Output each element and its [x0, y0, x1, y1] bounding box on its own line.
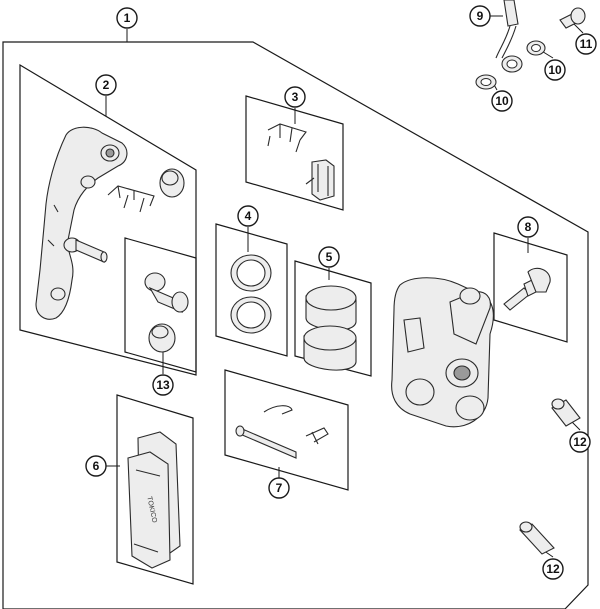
- bleed-valve: [503, 267, 551, 311]
- banjo-bolt: [559, 7, 586, 29]
- mounting-screw-upper: [551, 398, 581, 427]
- group-frame-8: [493, 232, 568, 343]
- group-frame-4: [215, 223, 288, 357]
- leader-11: [573, 23, 584, 34]
- callout-label: 12: [573, 435, 587, 449]
- callout-6: 6: [85, 455, 107, 477]
- pad-pin-clip: [263, 405, 329, 445]
- piston-lower: [303, 325, 357, 371]
- pad-spring-clip: [107, 185, 155, 213]
- brake-pad-front: TOKICO: [127, 451, 171, 569]
- callout-label: 1: [124, 11, 131, 25]
- callout-label: 7: [276, 481, 283, 495]
- callout-label: 10: [495, 94, 509, 108]
- group-frame-2: [19, 63, 197, 376]
- brake-hose: [495, 0, 523, 73]
- group-frame-13: [124, 237, 197, 373]
- group-frame-3: [245, 95, 344, 211]
- callout-label: 3: [292, 90, 299, 104]
- callout-12b: 12: [542, 558, 564, 580]
- group-frame-5: [294, 260, 372, 377]
- sealing-washer-lower: [475, 74, 497, 90]
- callout-10a: 10: [491, 90, 513, 112]
- slider-boot: [159, 168, 185, 198]
- callout-5: 5: [318, 246, 340, 268]
- assembly-frame: [2, 41, 589, 609]
- callout-label: 10: [548, 63, 562, 77]
- sealing-washer-upper: [526, 40, 546, 56]
- piston-seal-lower: [230, 296, 272, 334]
- callout-label: 6: [93, 459, 100, 473]
- callout-2: 2: [95, 74, 117, 96]
- callout-7: 7: [268, 477, 290, 499]
- callout-label: 2: [103, 78, 110, 92]
- slider-pin-boot: [148, 323, 176, 353]
- callout-label: 9: [477, 9, 484, 23]
- callout-label: 4: [245, 209, 252, 223]
- callout-4: 4: [237, 205, 259, 227]
- callout-1: 1: [116, 7, 138, 29]
- pad-spring: [305, 159, 335, 201]
- piston-upper: [305, 285, 357, 331]
- callout-3: 3: [284, 86, 306, 108]
- callout-label: 13: [156, 378, 170, 392]
- callout-label: 11: [580, 37, 593, 51]
- slider-pin: [144, 272, 189, 313]
- caliper-bracket: [35, 126, 128, 320]
- callout-13: 13: [152, 374, 174, 396]
- callout-12a: 12: [569, 431, 591, 453]
- callout-8: 8: [517, 216, 539, 238]
- pad-retaining-clip: [267, 123, 307, 153]
- mounting-screw-lower: [519, 521, 555, 555]
- callout-9: 9: [469, 5, 491, 27]
- callout-label: 5: [326, 250, 333, 264]
- group-frame-7: [224, 369, 349, 491]
- callout-11: 11: [575, 33, 597, 55]
- group-frame-6: [116, 394, 194, 585]
- piston-seal-upper: [230, 254, 272, 292]
- callout-label: 12: [546, 562, 560, 576]
- pad-pin: [235, 425, 297, 459]
- callout-label: 8: [525, 220, 532, 234]
- callout-10b: 10: [544, 59, 566, 81]
- caliper-housing: [391, 277, 494, 428]
